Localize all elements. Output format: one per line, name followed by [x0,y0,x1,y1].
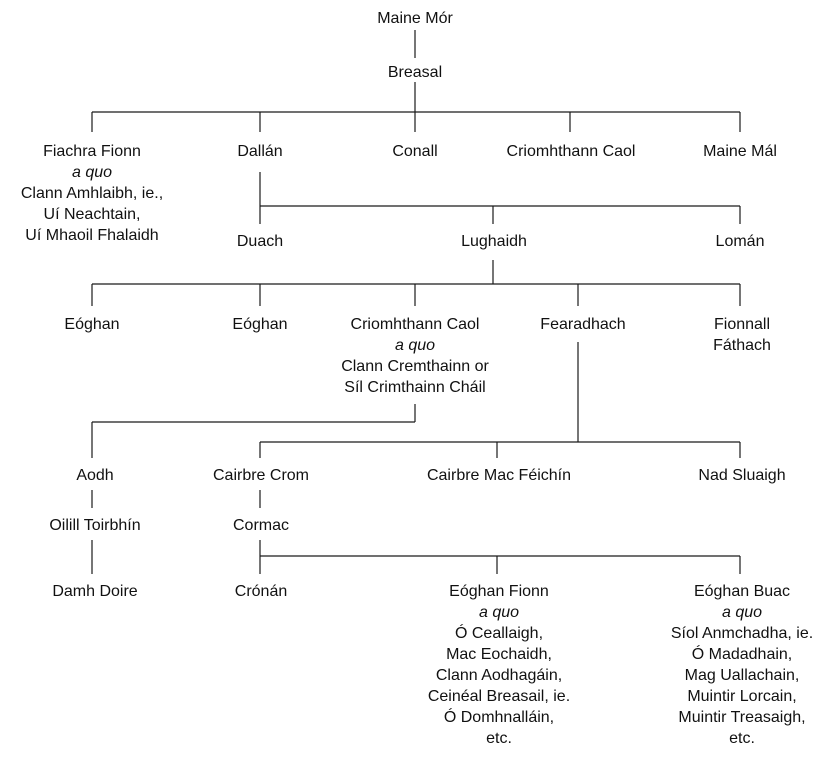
person-name: Maine Mór [377,10,453,27]
person-eoghan-2: Eóghan [232,314,287,335]
descendant-line: Ó Madadhain, [691,646,793,663]
person-oilill-toirbhin: Oilill Toirbhín [49,515,140,536]
person-criomhthann-caol-2: Criomhthann Caol a quo Clann Cremthainn … [341,314,489,398]
descendant-line: Clann Aodhagáin, [435,667,563,684]
descendant-line: Muintir Lorcain, [687,688,797,705]
descendant-line: Mag Uallachain, [684,667,800,684]
descendant-line: Uí Mhaoil Fhalaidh [25,227,159,244]
person-breasal: Breasal [388,62,442,83]
descendant-line: Ceinéal Breasail, ie. [427,688,571,705]
person-eoghan-buac: Eóghan Buac a quo Síol Anmchadha, ie. Ó … [671,581,813,749]
person-criomhthann-caol-1: Criomhthann Caol [507,141,636,162]
person-name: Oilill Toirbhín [49,517,141,534]
person-name: Crónán [234,583,288,600]
person-name: Aodh [76,467,114,484]
person-maine-mal: Maine Mál [703,141,777,162]
descendant-line: Síol Anmchadha, ie. [670,625,814,642]
person-maine-mor: Maine Mór [377,8,453,29]
a-quo-label: a quo [71,164,113,181]
person-name: Cormac [232,517,290,534]
person-nad-sluaigh: Nad Sluaigh [698,465,785,486]
a-quo-label: a quo [721,604,763,621]
person-name: Cairbre Crom [212,467,310,484]
person-cronan: Crónán [235,581,287,602]
person-cairbre-crom: Cairbre Crom [213,465,309,486]
person-name: Criomhthann Caol [350,316,480,333]
person-name: Eóghan [232,316,288,333]
person-name: Conall [392,143,438,160]
person-name: Eóghan Buac [693,583,791,600]
descendant-line: etc. [729,730,755,747]
person-eoghan-1: Eóghan [64,314,119,335]
descendant-line: Mac Eochaidh, [446,646,552,663]
person-name: Fearadhach [540,316,626,333]
person-fearadhach: Fearadhach [540,314,625,335]
person-name: Duach [236,233,284,250]
person-fiachra-fionn: Fiachra Fionn a quo Clann Amhlaibh, ie.,… [21,141,163,246]
person-name: Lughaidh [461,233,527,250]
person-lughaidh: Lughaidh [461,231,527,252]
person-conall: Conall [392,141,437,162]
person-dallan: Dallán [237,141,282,162]
person-name-line-2: Fáthach [713,337,771,354]
descendant-line: etc. [486,730,512,747]
descendant-line: Ó Domhnalláin, [443,709,555,726]
person-name: Fionnall [713,316,771,333]
descendant-line: Clann Cremthainn or [341,358,489,375]
person-damh-doire: Damh Doire [52,581,137,602]
person-duach: Duach [237,231,283,252]
a-quo-label: a quo [478,604,520,621]
descendant-line: Uí Neachtain, [43,206,141,223]
descendant-line: Síl Crimthainn Cháil [344,379,486,396]
person-name: Eóghan [64,316,120,333]
person-name: Criomhthann Caol [506,143,636,160]
person-name: Fiachra Fionn [43,143,141,160]
person-cormac: Cormac [233,515,289,536]
person-eoghan-fionn: Eóghan Fionn a quo Ó Ceallaigh, Mac Eoch… [428,581,570,749]
person-name: Maine Mál [703,143,777,160]
descendant-line: Ó Ceallaigh, [454,625,544,642]
person-name: Breasal [387,64,443,81]
person-fionnall-fathach: Fionnall Fáthach [713,314,771,356]
a-quo-label: a quo [394,337,436,354]
person-name: Damh Doire [52,583,138,600]
person-loman: Lomán [716,231,765,252]
descendant-line: Clann Amhlaibh, ie., [20,185,164,202]
person-name: Lomán [715,233,765,250]
person-name: Nad Sluaigh [698,467,786,484]
person-name: Cairbre Mac Féichín [426,467,572,484]
person-aodh: Aodh [76,465,113,486]
person-name: Dallán [237,143,283,160]
person-cairbre-mac-feichin: Cairbre Mac Féichín [427,465,571,486]
descendant-line: Muintir Treasaigh, [678,709,806,726]
person-name: Eóghan Fionn [449,583,549,600]
